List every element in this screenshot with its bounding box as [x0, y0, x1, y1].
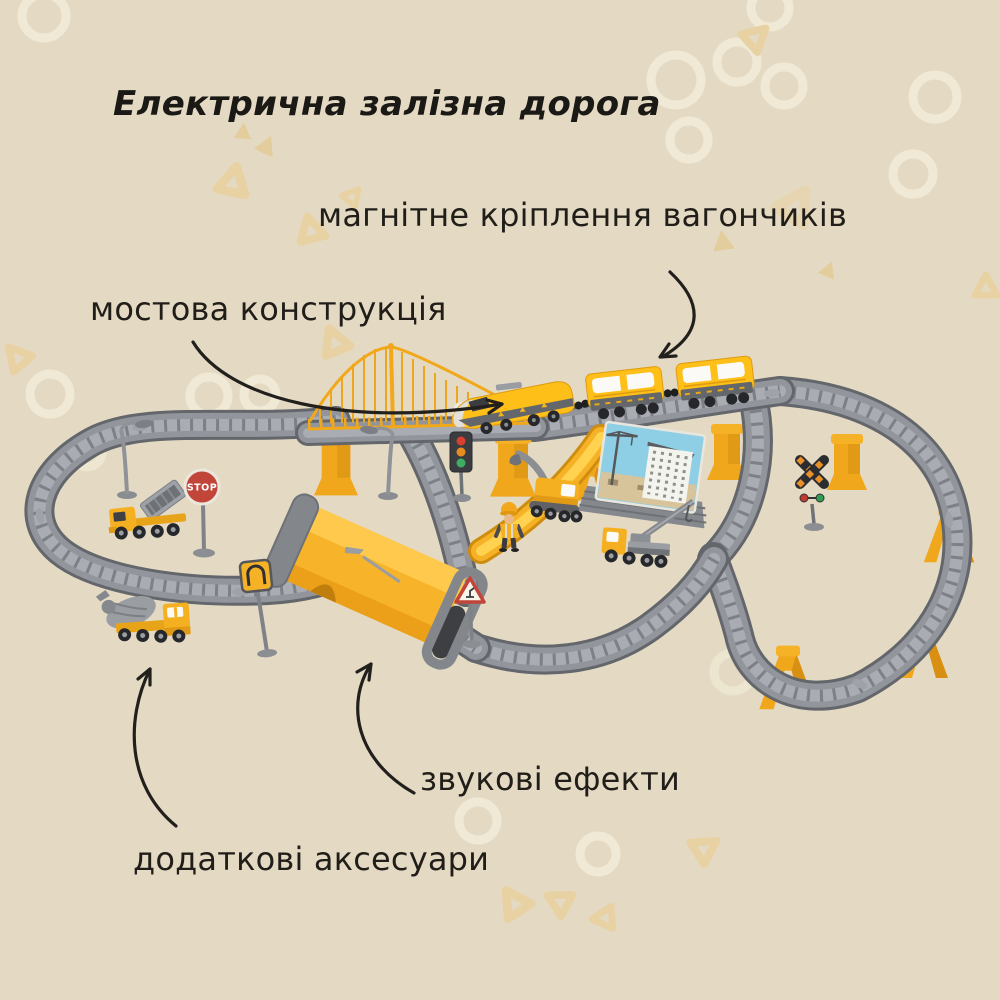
tunnel-glyph	[246, 564, 267, 586]
crane-hook	[684, 504, 693, 523]
digger-glyph	[466, 587, 475, 598]
safety-vest	[500, 524, 518, 538]
tunnel	[261, 493, 488, 670]
hazard-marks	[498, 402, 548, 417]
page-title: Електрична залізна дорога	[113, 84, 661, 124]
billboard-crane	[606, 430, 638, 486]
dump-bed	[139, 479, 186, 521]
excavator-truck	[509, 450, 583, 523]
crane-truck	[601, 498, 695, 568]
tunnel-portal-right	[421, 567, 488, 670]
tunnel-sign	[238, 558, 278, 658]
stop-sign-text: STOP	[187, 483, 217, 494]
label-coupling: магнітне кріплення вагончиків	[318, 196, 848, 234]
helmet	[501, 502, 517, 513]
warning-sign	[454, 576, 486, 648]
label-sound-effects: звукові ефекти	[420, 760, 680, 798]
dump-truck	[108, 479, 187, 540]
railroad-crossing-sign	[794, 454, 830, 531]
traffic-light	[449, 431, 473, 502]
track-ground-right	[476, 559, 714, 660]
excavator-scoop	[509, 454, 522, 466]
worker-figure	[494, 502, 524, 552]
tunnel-arrow-mark	[344, 546, 364, 555]
label-bridge: мостова конструкція	[90, 290, 447, 328]
wagon-2	[675, 355, 755, 409]
arrow-accessories	[132, 667, 178, 828]
locomotive-wheels	[480, 410, 560, 435]
train	[452, 355, 755, 435]
wagon-1	[585, 366, 665, 420]
annotation-arrows	[132, 270, 696, 828]
arrow-bridge	[191, 340, 504, 415]
wheels	[530, 505, 583, 523]
label-accessories: додаткові аксесуари	[133, 840, 490, 878]
street-lamp-middle	[360, 425, 398, 500]
cement-mixer-truck	[95, 590, 191, 643]
wheels	[118, 628, 186, 643]
arrow-coupling	[660, 270, 696, 359]
wheels	[604, 549, 668, 568]
wheels	[114, 523, 180, 540]
arrow-sound	[356, 662, 416, 795]
street-lamp-left	[117, 419, 153, 499]
locomotive	[452, 381, 575, 435]
tunnel-opening	[431, 605, 466, 659]
stop-sign: STOP	[183, 468, 221, 558]
magnetic-couplers	[574, 388, 679, 410]
